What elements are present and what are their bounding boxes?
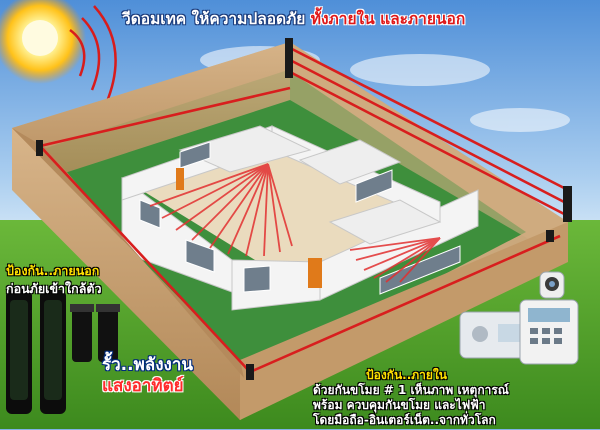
headline-part-2: ทั้งภายใน และภายนอก [310,10,466,28]
door [176,168,184,190]
door [308,258,322,288]
outdoor-protection-title: ป้องกัน..ภายนอก [6,263,100,278]
fence-wall-front-right [240,222,568,420]
outdoor-protection-subtitle: ก่อนภัยเข้าใกล้ตัว [6,281,102,296]
headline: วีดอมเทค ให้ความปลอดภัย ทั้งภายใน และภาย… [122,6,465,31]
alarm-control-panels [459,299,579,365]
fence-wall-back-left [12,42,290,190]
indoor-description-line-2: พร้อม ควบคุมกันขโมย และไฟฟ้า [313,398,486,412]
perimeter-laser-beams [39,46,569,374]
ip-camera-icon [539,271,565,299]
headline-part-1: วีดอมเทค ให้ความปลอดภัย [122,10,311,28]
indoor-description-line-1: ด้วยกันขโมย # 1 เห็นภาพ เหตุการณ์ [313,383,509,397]
beam-posts [36,38,572,380]
sun-icon [0,0,117,105]
solar-fence-label-line-1: รั้ว..พลังงาน [102,355,193,375]
indoor-protection-title: ป้องกัน..ภายใน [366,368,448,382]
infrared-beam-sensors [6,290,120,414]
solar-fence-label-line-2: แสงอาทิตย์ [102,376,184,396]
indoor-description-line-3: โดยมือถือ-อินเตอร์เน็ต..จากทั่วโลก [313,413,496,427]
motion-detection-beams [149,163,441,283]
fence-wall-front-left [12,128,240,420]
